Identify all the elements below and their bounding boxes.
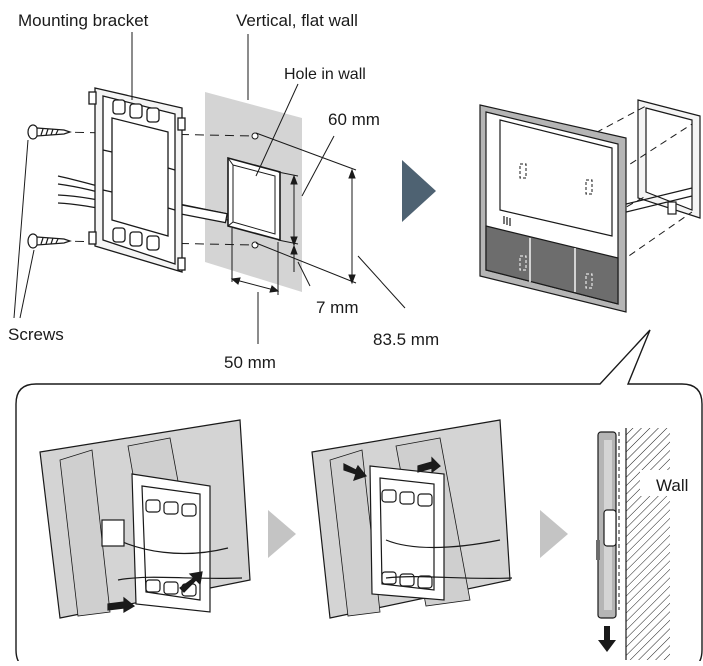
- step-1-illustration: [39, 419, 251, 619]
- arrow-down-icon: [598, 626, 616, 652]
- screw-bottom: [27, 233, 72, 249]
- label-50mm: 50 mm: [224, 353, 276, 372]
- step-3-side-view: Wall: [596, 428, 696, 660]
- label-hole-in-wall: Hole in wall: [284, 66, 366, 83]
- wall-hatch: [626, 428, 670, 660]
- label-60mm: 60 mm: [328, 110, 380, 129]
- mounting-bracket: [88, 87, 186, 273]
- triangle-right-icon: [540, 510, 568, 558]
- triangle-right-icon: [268, 510, 296, 558]
- top-left-illustration: Mounting bracket Vertical, flat wall Hol…: [8, 11, 439, 372]
- wall-hole: [227, 156, 281, 242]
- label-mounting-bracket: Mounting bracket: [18, 11, 149, 30]
- step-2-illustration: [311, 419, 513, 619]
- dimension-lines: [230, 132, 357, 295]
- wall-screw-hole-bottom: [251, 241, 259, 249]
- label-vertical-flat-wall: Vertical, flat wall: [236, 11, 358, 30]
- leader-lines: [13, 32, 406, 344]
- triangle-right-icon: [402, 160, 436, 222]
- screw-top: [27, 124, 72, 140]
- rear-bracket: [617, 99, 701, 219]
- label-screws: Screws: [8, 325, 64, 344]
- wall-screw-hole-top: [251, 132, 259, 140]
- monitor-unit: [479, 99, 701, 313]
- label-wall: Wall: [656, 476, 688, 495]
- label-83-5mm: 83.5 mm: [373, 330, 439, 349]
- label-7mm: 7 mm: [316, 298, 359, 317]
